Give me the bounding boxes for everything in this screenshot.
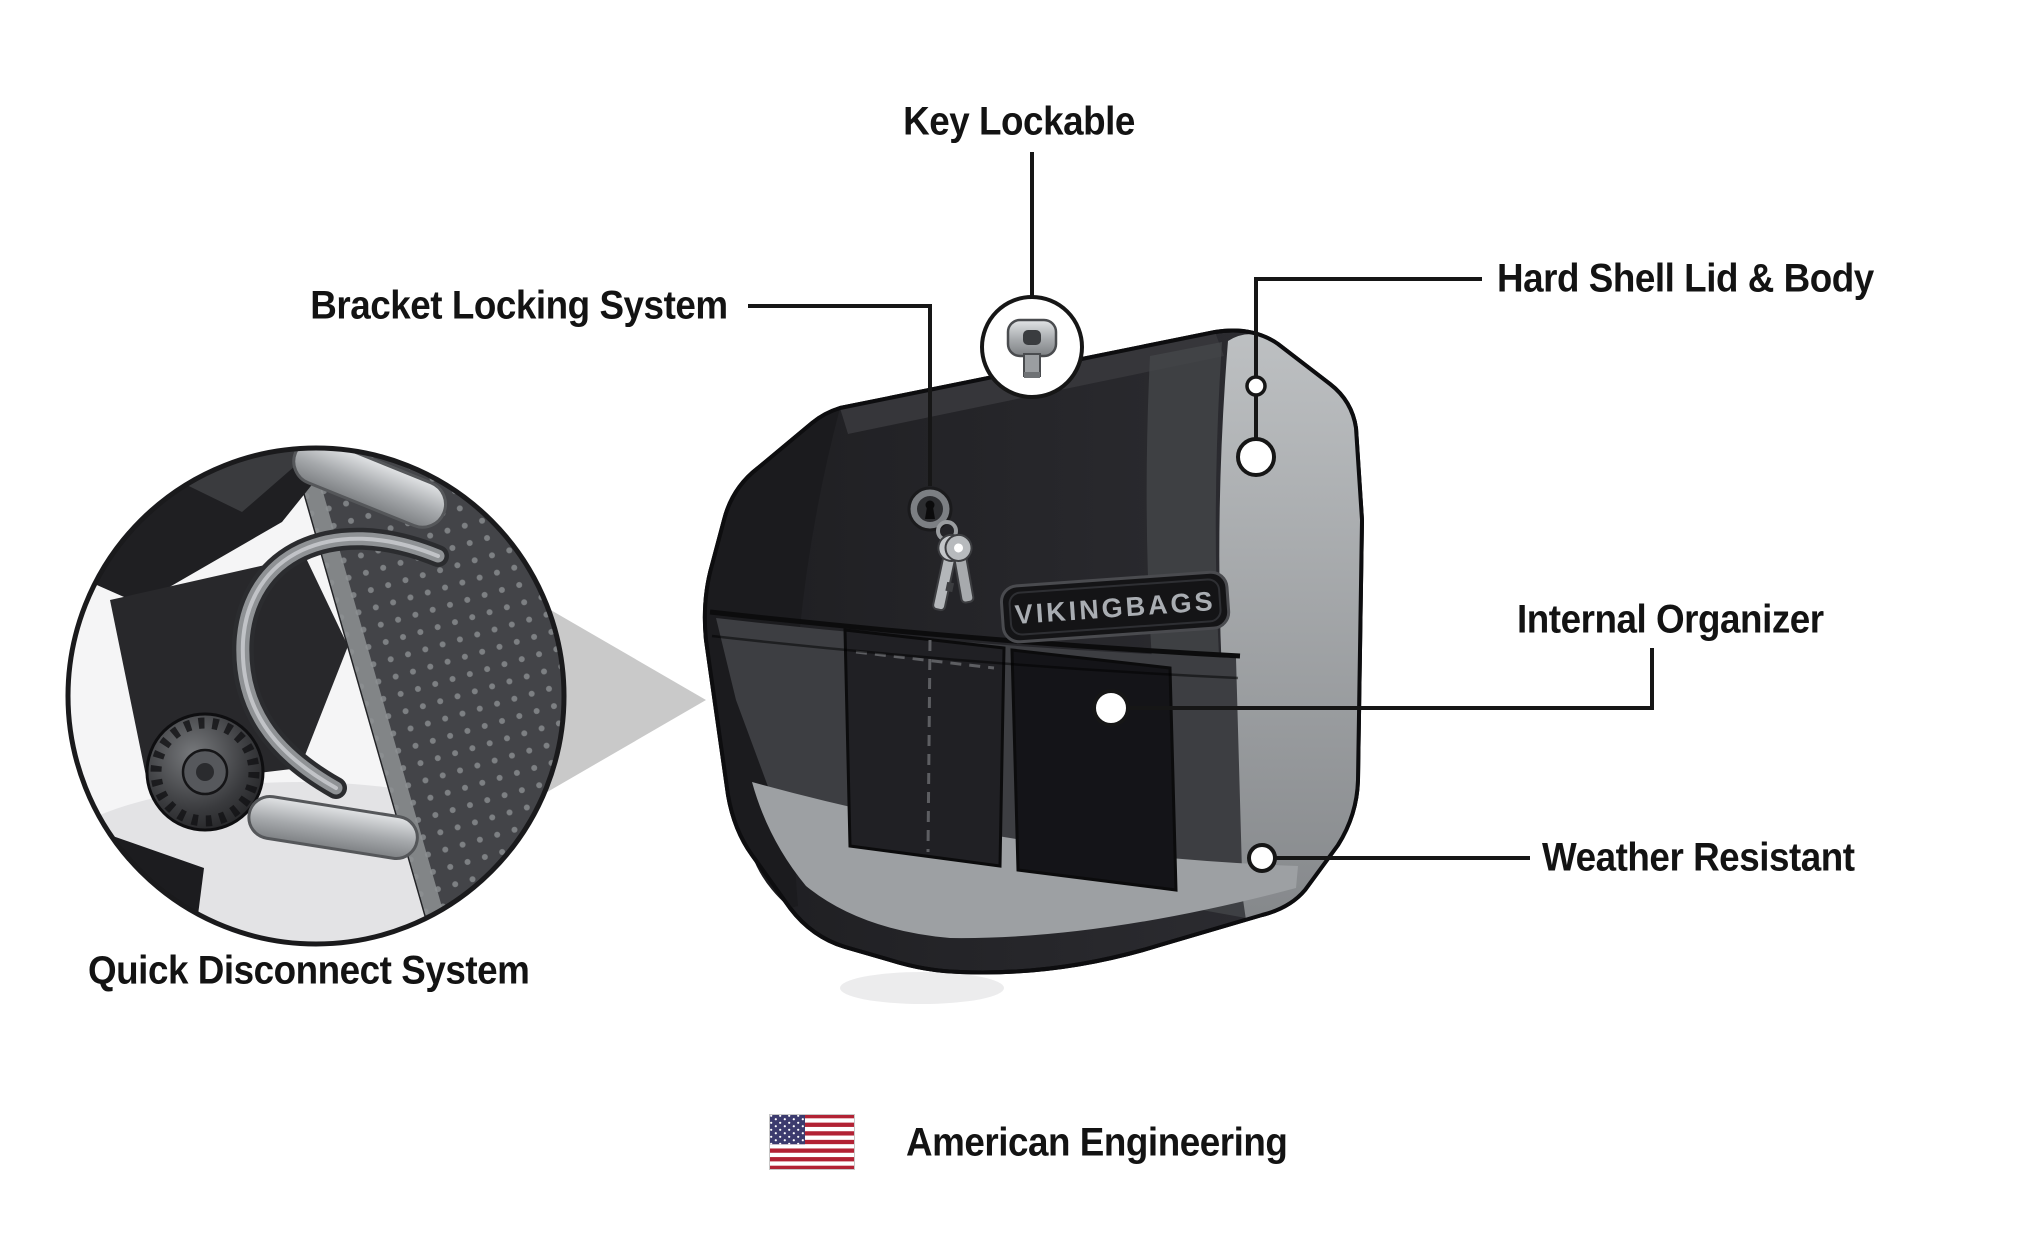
callout-line-internal-organizer: [1128, 648, 1654, 710]
bag-outline: [702, 328, 1365, 975]
callout-label-key-lockable: Key Lockable: [903, 99, 1135, 144]
callout-label-quick-disconnect-system: Quick Disconnect System: [88, 948, 530, 993]
marker-internal-organizer: [1092, 689, 1130, 727]
marker-hard-shell-small: [1245, 375, 1267, 397]
quick-disconnect-knob: [145, 712, 265, 832]
callout-label-bracket-locking-system: Bracket Locking System: [310, 283, 729, 328]
callout-label-weather-resistant: Weather Resistant: [1542, 835, 1855, 880]
lid-seam-lower: [711, 634, 1239, 680]
internal-organizer-left-pocket: [843, 628, 1006, 868]
bracket-lock-keyhole: [907, 486, 953, 532]
mount-pin-lower: [247, 794, 419, 860]
key-lockable-indicator: [980, 295, 1084, 399]
marker-weather-resistant: [1247, 843, 1277, 873]
lid-seam: [709, 609, 1241, 659]
callout-label-internal-organizer: Internal Organizer: [1517, 597, 1824, 642]
callout-line-bracket-locking: [748, 304, 932, 486]
callout-lines: [748, 152, 1654, 860]
saddlebag-illustration: VIKINGBAGS: [702, 328, 1365, 1004]
callout-markers: [1092, 375, 1277, 873]
brand-badge: VIKINGBAGS: [999, 570, 1231, 644]
us-flag-icon: [769, 1114, 855, 1170]
marker-hard-shell-large: [1236, 437, 1276, 477]
internal-organizer-right-pocket: [1010, 648, 1178, 892]
bag-bottom-reflection: [840, 972, 1004, 1004]
detail-circle-border: [65, 445, 567, 947]
footer-label-american-engineering: American Engineering: [906, 1120, 1288, 1165]
mount-pin-upper: [292, 450, 447, 529]
key-icon: [1006, 318, 1058, 378]
bag-smoke-lid-panel: [1219, 334, 1362, 920]
lock-keys: [932, 520, 975, 612]
quick-disconnect-detail-photo: [65, 445, 567, 947]
callout-label-hard-shell-lid-body: Hard Shell Lid & Body: [1497, 256, 1874, 301]
u-rod: [231, 527, 449, 799]
